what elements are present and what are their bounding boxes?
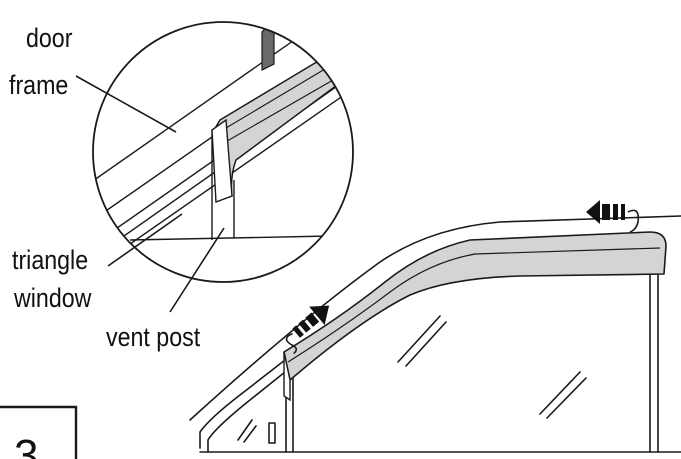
- detail-door-frame-line: [109, 69, 353, 259]
- label-door: door: [26, 23, 72, 53]
- direction-arrow-left-icon: [586, 200, 640, 233]
- leader-door-frame: [75, 75, 177, 133]
- leader-lines: [75, 75, 225, 313]
- label-triangle: triangle: [12, 245, 88, 275]
- detail-door-frame-line: [93, 22, 353, 191]
- wind-deflector-main: [283, 231, 667, 402]
- callout-labels: door frame triangle window vent post: [9, 23, 200, 352]
- detail-deflector-cap: [211, 118, 233, 203]
- direction-arrow-up-right-icon: [285, 305, 330, 355]
- label-window: window: [13, 283, 92, 313]
- glass-reflection-mark: [397, 315, 447, 367]
- latch-icon: [268, 422, 276, 444]
- leader-vent-post: [169, 227, 225, 313]
- glass-reflection-mark-2: [539, 371, 587, 419]
- deflector-body: [283, 231, 667, 381]
- door-frame-outer-line: [189, 215, 681, 421]
- door-frame-inner-line: [199, 359, 286, 449]
- detail-seal-strip: [261, 26, 275, 71]
- triangle-window-mark: [237, 419, 257, 443]
- detail-deflector-edge: [221, 65, 341, 145]
- deflector-end-cap: [283, 351, 291, 402]
- detail-magnifier: [92, 21, 354, 283]
- step-number-box: 3: [0, 405, 78, 459]
- step-number: 3: [14, 431, 38, 459]
- detail-sill-line: [129, 235, 331, 241]
- label-vent-post: vent post: [106, 322, 200, 352]
- detail-circle-border: [92, 21, 354, 283]
- leader-triangle-window: [107, 213, 183, 267]
- deflector-edge-line: [287, 247, 661, 363]
- window-opening-line: [207, 371, 286, 453]
- car-door-illustration: [189, 215, 681, 453]
- label-frame: frame: [9, 70, 68, 100]
